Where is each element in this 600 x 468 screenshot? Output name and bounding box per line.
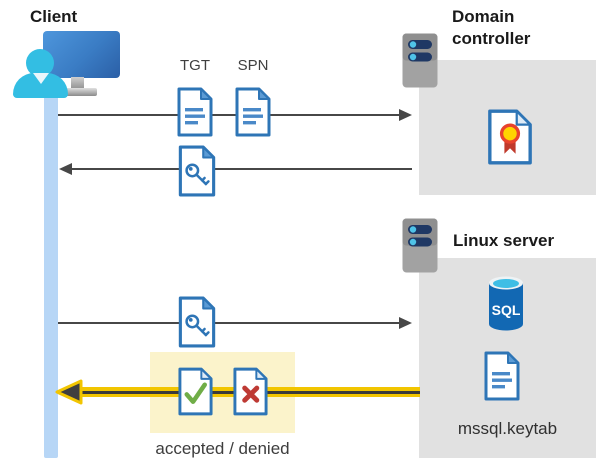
spn-document-icon (234, 87, 272, 137)
key-document-icon-2 (177, 296, 217, 348)
accepted-document-icon (177, 367, 214, 416)
user-collar (33, 73, 49, 84)
arrow-auth-line (58, 322, 401, 324)
keytab-document-icon (483, 351, 521, 401)
linux-server-title: Linux server (453, 231, 555, 250)
monitor-stand (71, 77, 84, 90)
keytab-label: mssql.keytab (457, 419, 558, 438)
client-title: Client (30, 7, 78, 26)
arrow-tgt-line (58, 114, 401, 116)
sql-database-icon: SQL (487, 273, 525, 334)
linux-server-icon (402, 218, 438, 273)
sql-icon-label: SQL (492, 302, 521, 318)
monitor-base (61, 88, 97, 96)
certificate-document-icon (486, 109, 534, 165)
arrow-tgt-head-icon (399, 109, 412, 121)
result-arrow-head-icon (55, 378, 83, 406)
user-icon (26, 49, 54, 77)
arrow-ticket-line (71, 168, 412, 170)
arrow-ticket-head-icon (59, 163, 72, 175)
arrow-auth-head-icon (399, 317, 412, 329)
domain-controller-server-icon (402, 33, 438, 88)
monitor-screen (43, 31, 120, 78)
client-computer-icon (0, 0, 130, 100)
domain-controller-title: Domain controller (452, 7, 531, 49)
result-label: accepted / denied (155, 439, 290, 458)
client-lifeline (44, 93, 58, 458)
key-document-icon (177, 145, 217, 197)
tgt-document-icon (176, 87, 214, 137)
spn-label: SPN (237, 57, 269, 74)
tgt-label: TGT (180, 57, 210, 74)
denied-document-icon (232, 367, 269, 416)
